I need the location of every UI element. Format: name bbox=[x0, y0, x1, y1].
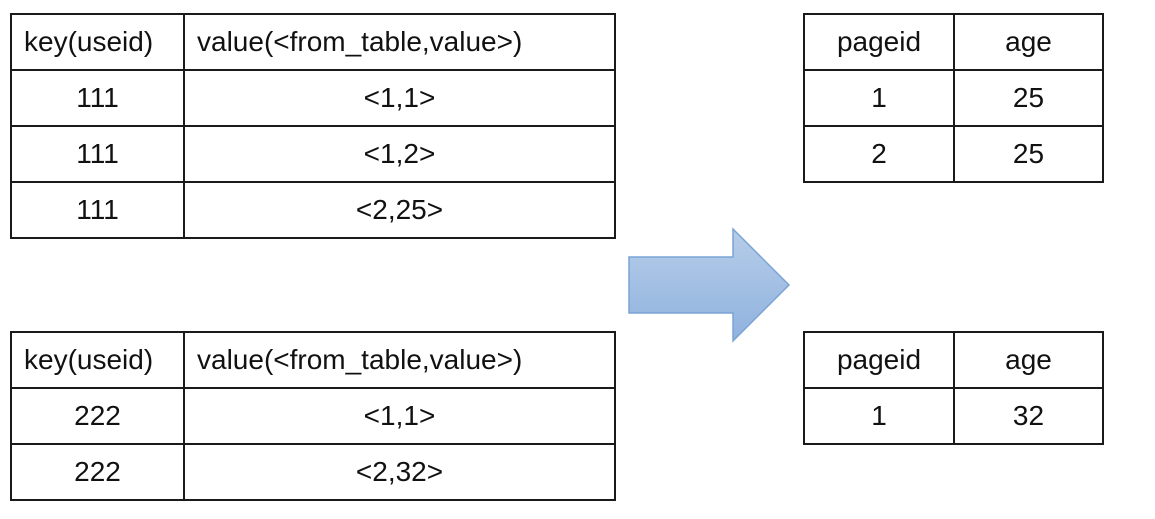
cell-value: <1,2> bbox=[183, 125, 616, 183]
cell-pageid: 1 bbox=[803, 69, 955, 127]
cell-key: 222 bbox=[10, 443, 185, 501]
table-row: 111 <2,25> bbox=[10, 181, 616, 239]
header-key: key(useid) bbox=[10, 331, 185, 389]
header-age: age bbox=[953, 13, 1104, 71]
header-value: value(<from_table,value>) bbox=[183, 13, 616, 71]
table-row: 222 <1,1> bbox=[10, 387, 616, 445]
table-row: 111 <1,1> bbox=[10, 69, 616, 127]
cell-value: <2,25> bbox=[183, 181, 616, 239]
header-age: age bbox=[953, 331, 1104, 389]
table-header-row: key(useid) value(<from_table,value>) bbox=[10, 331, 616, 389]
cell-pageid: 2 bbox=[803, 125, 955, 183]
cell-key: 222 bbox=[10, 387, 185, 445]
table-row: 111 <1,2> bbox=[10, 125, 616, 183]
table-row: 222 <2,32> bbox=[10, 443, 616, 501]
right-arrow-icon bbox=[628, 227, 791, 343]
table-header-row: key(useid) value(<from_table,value>) bbox=[10, 13, 616, 71]
cell-key: 111 bbox=[10, 181, 185, 239]
table-row: 1 32 bbox=[803, 387, 1104, 445]
table-header-row: pageid age bbox=[803, 331, 1104, 389]
cell-key: 111 bbox=[10, 69, 185, 127]
cell-key: 111 bbox=[10, 125, 185, 183]
arrow-shape bbox=[628, 227, 791, 343]
header-pageid: pageid bbox=[803, 13, 955, 71]
bottom-right-table: pageid age 1 32 bbox=[803, 331, 1104, 445]
top-right-table: pageid age 1 25 2 25 bbox=[803, 13, 1104, 183]
cell-age: 25 bbox=[953, 69, 1104, 127]
cell-value: <1,1> bbox=[183, 387, 616, 445]
cell-age: 25 bbox=[953, 125, 1104, 183]
table-row: 1 25 bbox=[803, 69, 1104, 127]
table-header-row: pageid age bbox=[803, 13, 1104, 71]
cell-value: <2,32> bbox=[183, 443, 616, 501]
cell-value: <1,1> bbox=[183, 69, 616, 127]
table-row: 2 25 bbox=[803, 125, 1104, 183]
header-key: key(useid) bbox=[10, 13, 185, 71]
cell-pageid: 1 bbox=[803, 387, 955, 445]
header-value: value(<from_table,value>) bbox=[183, 331, 616, 389]
bottom-left-table: key(useid) value(<from_table,value>) 222… bbox=[10, 331, 616, 501]
header-pageid: pageid bbox=[803, 331, 955, 389]
cell-age: 32 bbox=[953, 387, 1104, 445]
top-left-table: key(useid) value(<from_table,value>) 111… bbox=[10, 13, 616, 239]
